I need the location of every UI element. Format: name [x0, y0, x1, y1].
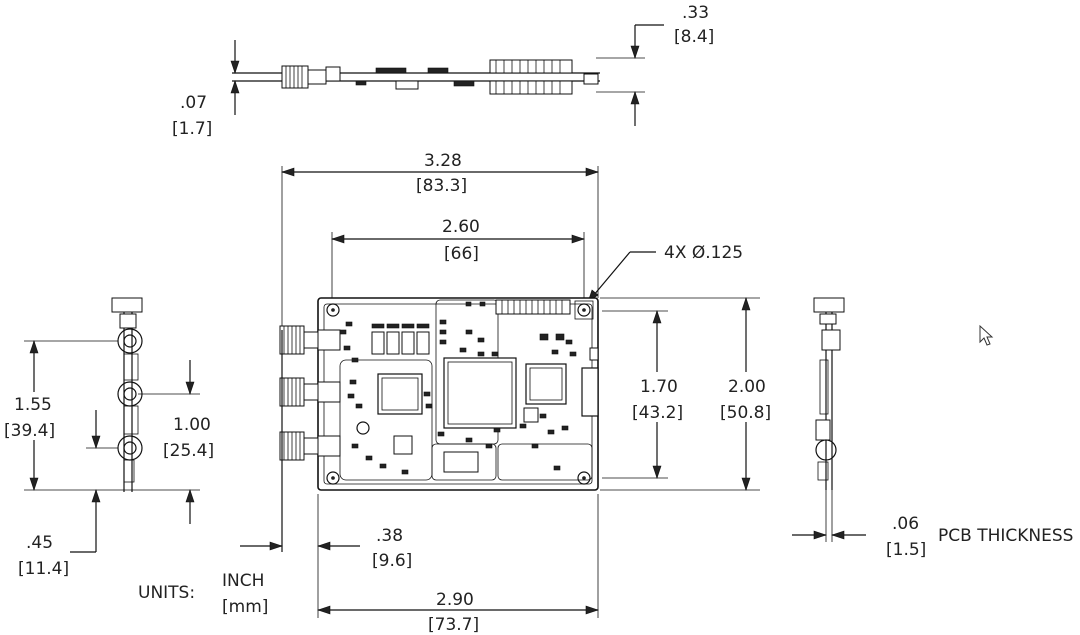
dim-connector-pitch-mm: [25.4]	[163, 441, 214, 461]
top-side-view	[230, 24, 664, 126]
dim-hole-spacing-y-mm: [43.2]	[632, 403, 683, 423]
pcb-thickness-label: PCB THICKNESS	[938, 526, 1073, 546]
dim-connector-pitch-inch: 1.00	[173, 415, 211, 435]
dim-board-width-mm: [73.7]	[428, 615, 479, 635]
dim-edge-offset-mm: [9.6]	[372, 551, 412, 571]
dim-overall-width-inch: 3.28	[424, 151, 462, 171]
dim-pcb-thickness-mm: [1.5]	[886, 540, 926, 560]
dim-left-span-mm: [39.4]	[4, 421, 55, 441]
hole-spec-callout: 4X Ø.125	[664, 243, 743, 263]
dim-top-thickness-inch: .07	[180, 93, 207, 113]
dim-hole-spacing-x-mm: [66]	[444, 244, 479, 264]
mouse-pointer-icon	[979, 324, 994, 346]
left-side-view	[24, 297, 200, 553]
dim-board-width-inch: 2.90	[436, 590, 474, 610]
dim-pcb-thickness-inch: .06	[892, 514, 919, 534]
sma-connectors	[279, 325, 341, 461]
dim-connector-offset-inch: .45	[26, 533, 53, 553]
dim-hole-spacing-x-inch: 2.60	[442, 217, 480, 237]
dim-overall-width-mm: [83.3]	[416, 176, 467, 196]
dim-top-thickness-mm: [1.7]	[172, 119, 212, 139]
units-label: UNITS:	[138, 583, 195, 603]
right-side-view	[792, 297, 866, 542]
dim-top-height-mm: [8.4]	[674, 27, 714, 47]
dim-board-height-mm: [50.8]	[720, 403, 771, 423]
board-plan-view	[240, 166, 760, 618]
dim-board-height-inch: 2.00	[728, 377, 766, 397]
dim-top-height-inch: .33	[682, 3, 709, 23]
units-primary: INCH	[222, 571, 264, 591]
units-secondary: [mm]	[222, 597, 268, 617]
dim-left-span-inch: 1.55	[14, 395, 52, 415]
dim-hole-spacing-y-inch: 1.70	[640, 377, 678, 397]
dim-connector-offset-mm: [11.4]	[18, 559, 69, 579]
dim-edge-offset-inch: .38	[376, 526, 403, 546]
